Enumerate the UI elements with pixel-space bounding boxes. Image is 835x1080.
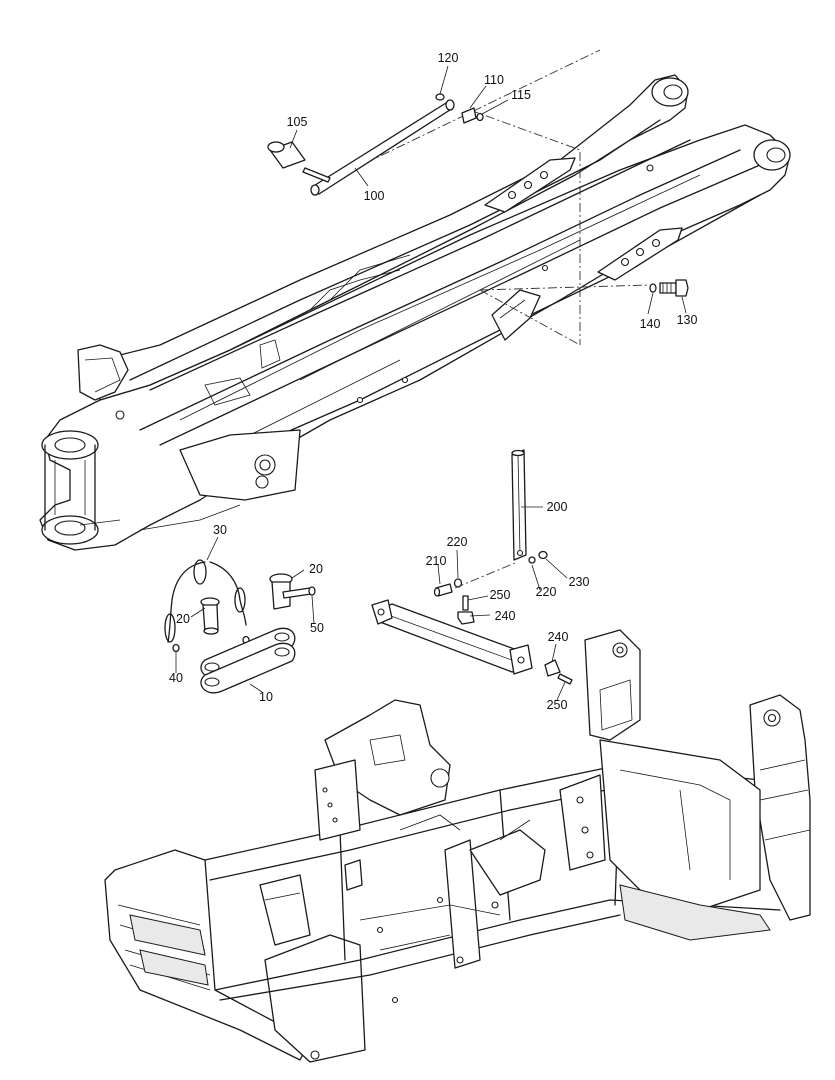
callout-230: 230 (569, 575, 590, 589)
callout-110: 110 (484, 73, 504, 87)
callout-50: 50 (310, 621, 324, 635)
callout-40: 40 (169, 671, 183, 685)
callout-240-top: 240 (495, 609, 516, 623)
callout-labels: 120 110 115 105 100 140 130 200 30 220 2… (169, 51, 697, 712)
callout-130: 130 (677, 313, 698, 327)
chassis-frame (104, 629, 811, 1063)
callout-120: 120 (438, 51, 459, 65)
callout-220-bottom: 220 (536, 585, 557, 599)
rod-and-pins (267, 93, 484, 196)
link-pin-parts (164, 559, 316, 694)
callout-115: 115 (511, 88, 531, 102)
pin-210-washer-220 (433, 562, 516, 597)
leader-lines (175, 65, 687, 701)
bolt-washer-130-140 (649, 279, 689, 297)
callout-220-top: 220 (447, 535, 468, 549)
callout-140: 140 (640, 317, 661, 331)
callout-20-right: 20 (309, 562, 323, 576)
callout-100: 100 (364, 189, 385, 203)
callout-240-bottom: 240 (548, 630, 569, 644)
callout-250-top: 250 (490, 588, 511, 602)
boom-assembly (39, 74, 791, 551)
callout-30: 30 (213, 523, 227, 537)
callout-200: 200 (547, 500, 568, 514)
bar-200 (511, 449, 548, 564)
callout-250-bottom: 250 (547, 698, 568, 712)
callout-105: 105 (287, 115, 308, 129)
callout-20-left: 20 (176, 612, 190, 626)
callout-10: 10 (259, 690, 273, 704)
tube-assembly (371, 599, 533, 675)
callout-210: 210 (426, 554, 447, 568)
